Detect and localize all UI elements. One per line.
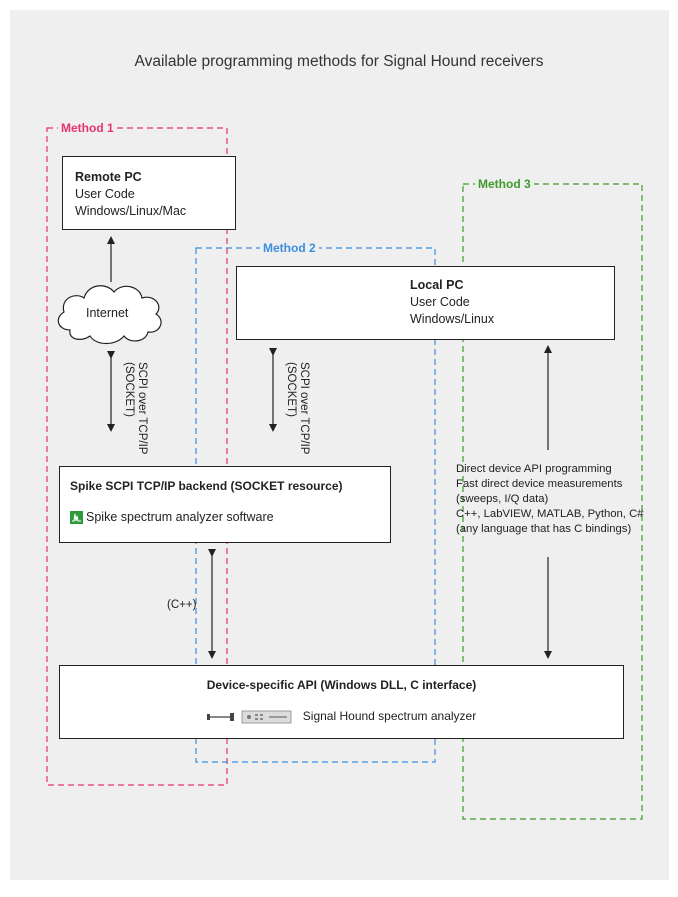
internet-label: Internet <box>86 306 129 320</box>
diagram-title: Available programming methods for Signal… <box>134 53 544 70</box>
local-pc-line2: Windows/Linux <box>410 312 495 326</box>
scpi-label-local-line1: SCPI over TCP/IP <box>298 362 310 455</box>
remote-pc-line2: Windows/Linux/Mac <box>75 204 187 218</box>
internet-cloud-icon <box>57 285 162 345</box>
scpi-label-local-line2: (SOCKET) <box>285 362 297 417</box>
device-api-box: Device-specific API (Windows DLL, C inte… <box>59 665 624 739</box>
local-pc-line1: User Code <box>410 295 470 309</box>
spike-software-label: Spike spectrum analyzer software <box>86 510 274 524</box>
direct-api-line: Direct device API programming <box>456 463 612 475</box>
device-hardware-icon <box>206 710 292 723</box>
method-2-label: Method 2 <box>260 241 319 255</box>
method-3-label: Method 3 <box>475 177 534 191</box>
method-3-region <box>462 183 643 820</box>
remote-pc-box: Remote PC User Code Windows/Linux/Mac <box>62 156 236 230</box>
spike-software-row: Spike spectrum analyzer software <box>70 509 380 526</box>
spike-backend-title: Spike SCPI TCP/IP backend (SOCKET resour… <box>70 479 343 493</box>
remote-pc-line1: User Code <box>75 187 135 201</box>
scpi-label-remote: SCPI over TCP/IP (SOCKET) <box>122 362 148 454</box>
method-2-region <box>195 247 436 763</box>
direct-api-line: Fast direct device measurements <box>456 478 623 490</box>
spike-logo-icon <box>70 511 83 524</box>
spike-backend-box: Spike SCPI TCP/IP backend (SOCKET resour… <box>59 466 391 543</box>
direct-api-line: C++, LabVIEW, MATLAB, Python, C# <box>456 508 644 520</box>
remote-pc-title: Remote PC <box>75 170 142 184</box>
device-label: Signal Hound spectrum analyzer <box>302 709 477 723</box>
direct-api-text: Direct device API programming Fast direc… <box>456 462 644 537</box>
scpi-label-remote-line2: (SOCKET) <box>123 362 135 417</box>
device-api-title: Device-specific API (Windows DLL, C inte… <box>206 678 477 692</box>
scpi-label-remote-line1: SCPI over TCP/IP <box>136 362 148 455</box>
device-row: Signal Hound spectrum analyzer <box>60 708 623 725</box>
local-pc-title: Local PC <box>410 278 464 292</box>
local-pc-box: Local PC User Code Windows/Linux <box>236 266 615 340</box>
cpp-label: (C++) <box>167 599 197 611</box>
method-1-label: Method 1 <box>58 121 117 135</box>
scpi-label-local: SCPI over TCP/IP (SOCKET) <box>284 362 310 454</box>
direct-api-line: (sweeps, I/Q data) <box>456 493 549 505</box>
method-1-region <box>46 127 228 786</box>
direct-api-line: (any language that has C bindings) <box>456 523 632 535</box>
